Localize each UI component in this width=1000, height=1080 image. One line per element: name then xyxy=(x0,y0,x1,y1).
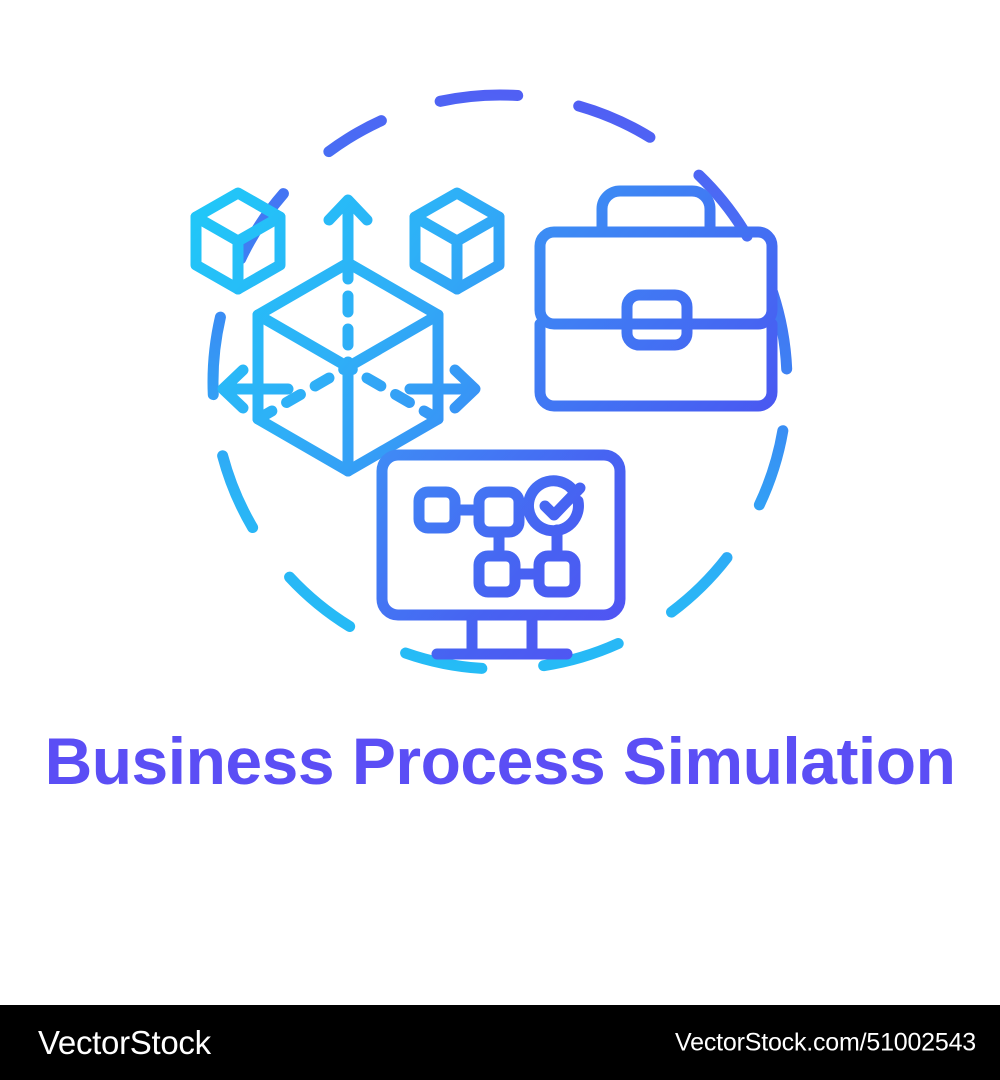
footer-brand-label: VectorStock xyxy=(38,1023,211,1061)
concept-illustration xyxy=(190,89,793,675)
monitor-screen xyxy=(376,449,626,621)
footer-url-label: VectorStock.com/51002543 xyxy=(675,1028,976,1056)
isometric-cube-small-right xyxy=(409,187,505,295)
check-circle xyxy=(522,475,586,537)
briefcase-latch xyxy=(621,289,693,351)
flow-node-2 xyxy=(473,486,525,538)
briefcase xyxy=(534,185,778,412)
isometric-cube-small-left xyxy=(190,187,286,295)
scale-arrow-up xyxy=(323,194,373,274)
isometric-cube-large xyxy=(252,257,444,477)
watermark-footer-bar: VectorStock VectorStock.com/51002543 xyxy=(0,1005,1000,1080)
monitor-stand-neck xyxy=(466,609,538,658)
concept-icon-artboard: Business Process Simulation xyxy=(44,89,956,798)
briefcase-upper-body xyxy=(534,226,778,330)
briefcase-lower-body xyxy=(534,318,778,412)
monitor-flowchart xyxy=(376,449,626,660)
page-title: Business Process Simulation xyxy=(44,724,956,798)
briefcase-handle xyxy=(596,185,716,238)
